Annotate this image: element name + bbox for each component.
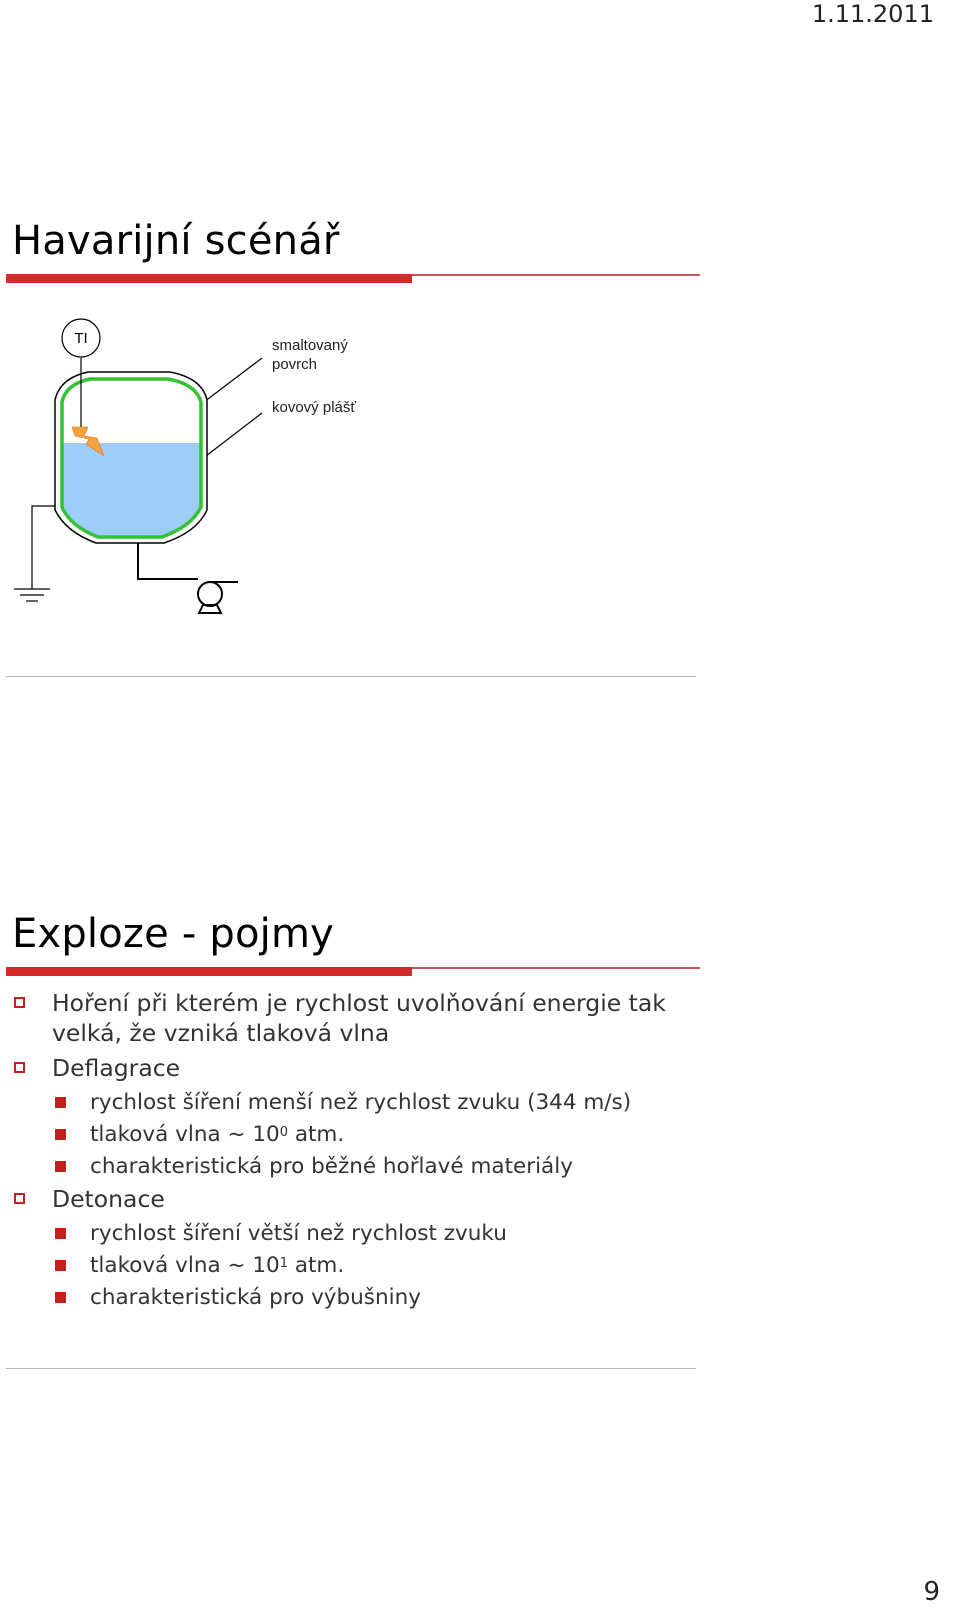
filled-square-bullet-icon [55, 1228, 66, 1239]
hollow-square-bullet-icon [14, 997, 25, 1008]
filled-square-bullet-icon [55, 1260, 66, 1271]
bullet-item: Hoření při kterém je rychlost uvolňování… [0, 988, 720, 1048]
sub-bullet-item: rychlost šíření menší než rychlost zvuku… [0, 1088, 720, 1118]
filled-square-bullet-icon [55, 1129, 66, 1140]
spark-icon [71, 426, 105, 457]
slide-separator [6, 676, 696, 677]
liquid-fill [63, 443, 201, 536]
slide-date: 1.11.2011 [811, 0, 934, 28]
sub-bullet-item: rychlost šíření větší než rychlost zvuku [0, 1219, 720, 1249]
bullet-item: Detonace [0, 1184, 720, 1214]
page-number: 9 [923, 1577, 940, 1607]
label-surface-line1: smaltovaný [272, 337, 348, 354]
bullet-item: Deflagrace [0, 1053, 720, 1083]
sub-bullet-item: tlaková vlna ~ 101 atm. [0, 1251, 720, 1281]
hollow-square-bullet-icon [14, 1062, 25, 1073]
reactor-diagram: TI smaltovaný povrch kovový plášť [14, 318, 356, 614]
filled-square-bullet-icon [55, 1161, 66, 1172]
outlet-pipe [137, 543, 198, 580]
instrument-label: TI [74, 330, 87, 347]
sub-bullet-item: charakteristická pro výbušniny [0, 1283, 720, 1313]
label-surface-line2: povrch [272, 356, 317, 373]
slide-title-explosion: Exploze - pojmy [12, 911, 335, 957]
title-rule [6, 274, 700, 284]
filled-square-bullet-icon [55, 1097, 66, 1108]
filled-square-bullet-icon [55, 1292, 66, 1303]
hollow-square-bullet-icon [14, 1193, 25, 1204]
pump-icon [197, 581, 223, 607]
label-shell: kovový plášť [272, 399, 356, 416]
slide-title-scenario: Havarijní scénář [12, 218, 340, 264]
ground-wire [31, 505, 55, 589]
sub-bullet-item: charakteristická pro běžné hořlavé mater… [0, 1152, 720, 1182]
leader-line-shell [205, 412, 263, 457]
sub-bullet-item: tlaková vlna ~ 100 atm. [0, 1120, 720, 1150]
leader-line-surface [203, 357, 263, 403]
title-rule [6, 967, 700, 977]
instrument-circle [61, 318, 101, 358]
bullet-list: Hoření při kterém je rychlost uvolňování… [0, 988, 720, 1315]
slide-separator [6, 1368, 696, 1369]
